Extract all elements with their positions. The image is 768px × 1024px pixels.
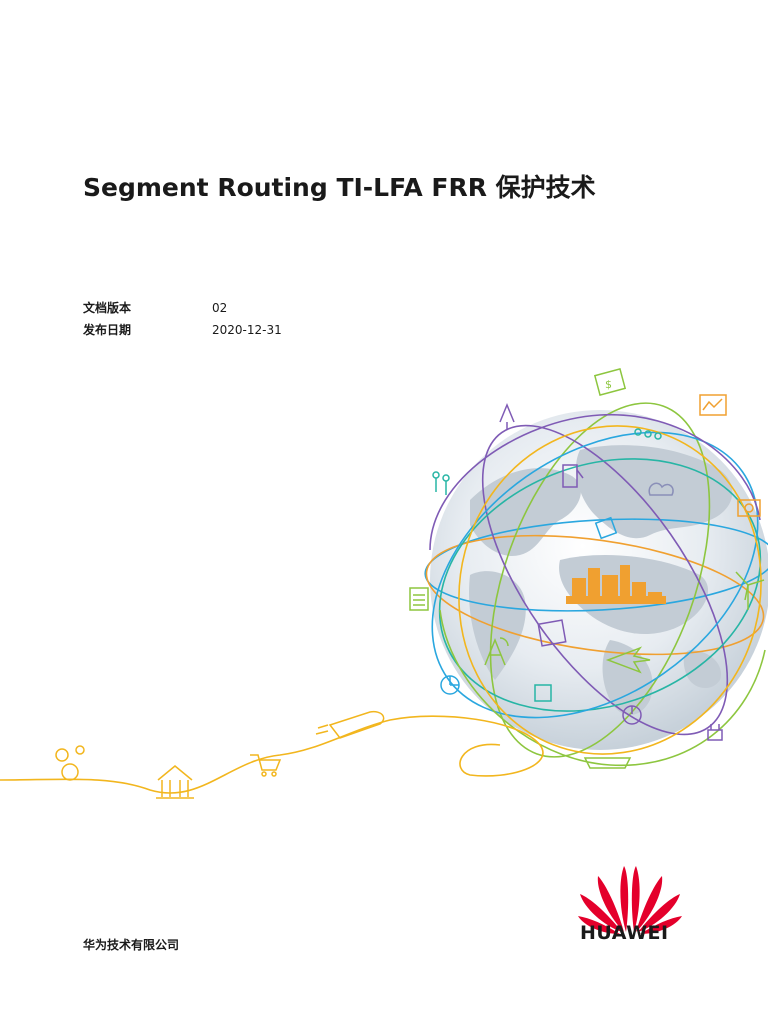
version-label: 文档版本 [83,301,132,315]
svg-text:$: $ [605,378,612,391]
screen-icon [537,619,567,647]
company-name: 华为技术有限公司 [83,938,180,952]
airplane-icon [605,646,651,674]
meta-row-date: 发布日期 2020-12-31 [83,319,383,341]
train-icon [315,710,385,739]
brand-name: HUAWEI [580,922,669,944]
people-icon [432,428,662,495]
fuel-pump-icon [562,464,584,488]
document-title: Segment Routing TI-LFA FRR 保护技术 [83,173,596,202]
city-icon [566,565,666,604]
document-icon [409,587,429,611]
ground-path [0,715,544,794]
version-value: 02 [212,301,228,315]
gears-icon [55,745,85,781]
pie-chart-icon [440,675,460,695]
release-date-value: 2020-12-31 [212,323,282,337]
chart-icon [699,394,727,416]
plug-icon [707,724,723,741]
meter-icon [534,684,552,702]
tower-icon [484,637,509,666]
cart-icon [250,754,282,777]
document-meta: 文档版本 02 发布日期 2020-12-31 [83,297,383,341]
huawei-logo [578,866,682,934]
meta-row-version: 文档版本 02 [83,297,383,319]
release-date-label: 发布日期 [83,323,132,337]
dollar-icon: $ [593,368,627,396]
orbit-rings [424,402,768,767]
cpu-icon [594,516,618,540]
wind-turbine-icon [735,571,765,610]
globe-illustration: $ [0,368,768,799]
camera-icon [737,499,761,517]
ship-icon [583,757,632,769]
bank-icon [156,765,194,799]
cloud-icon [648,482,674,496]
power-icon [622,705,642,725]
tree-icon [499,403,515,430]
